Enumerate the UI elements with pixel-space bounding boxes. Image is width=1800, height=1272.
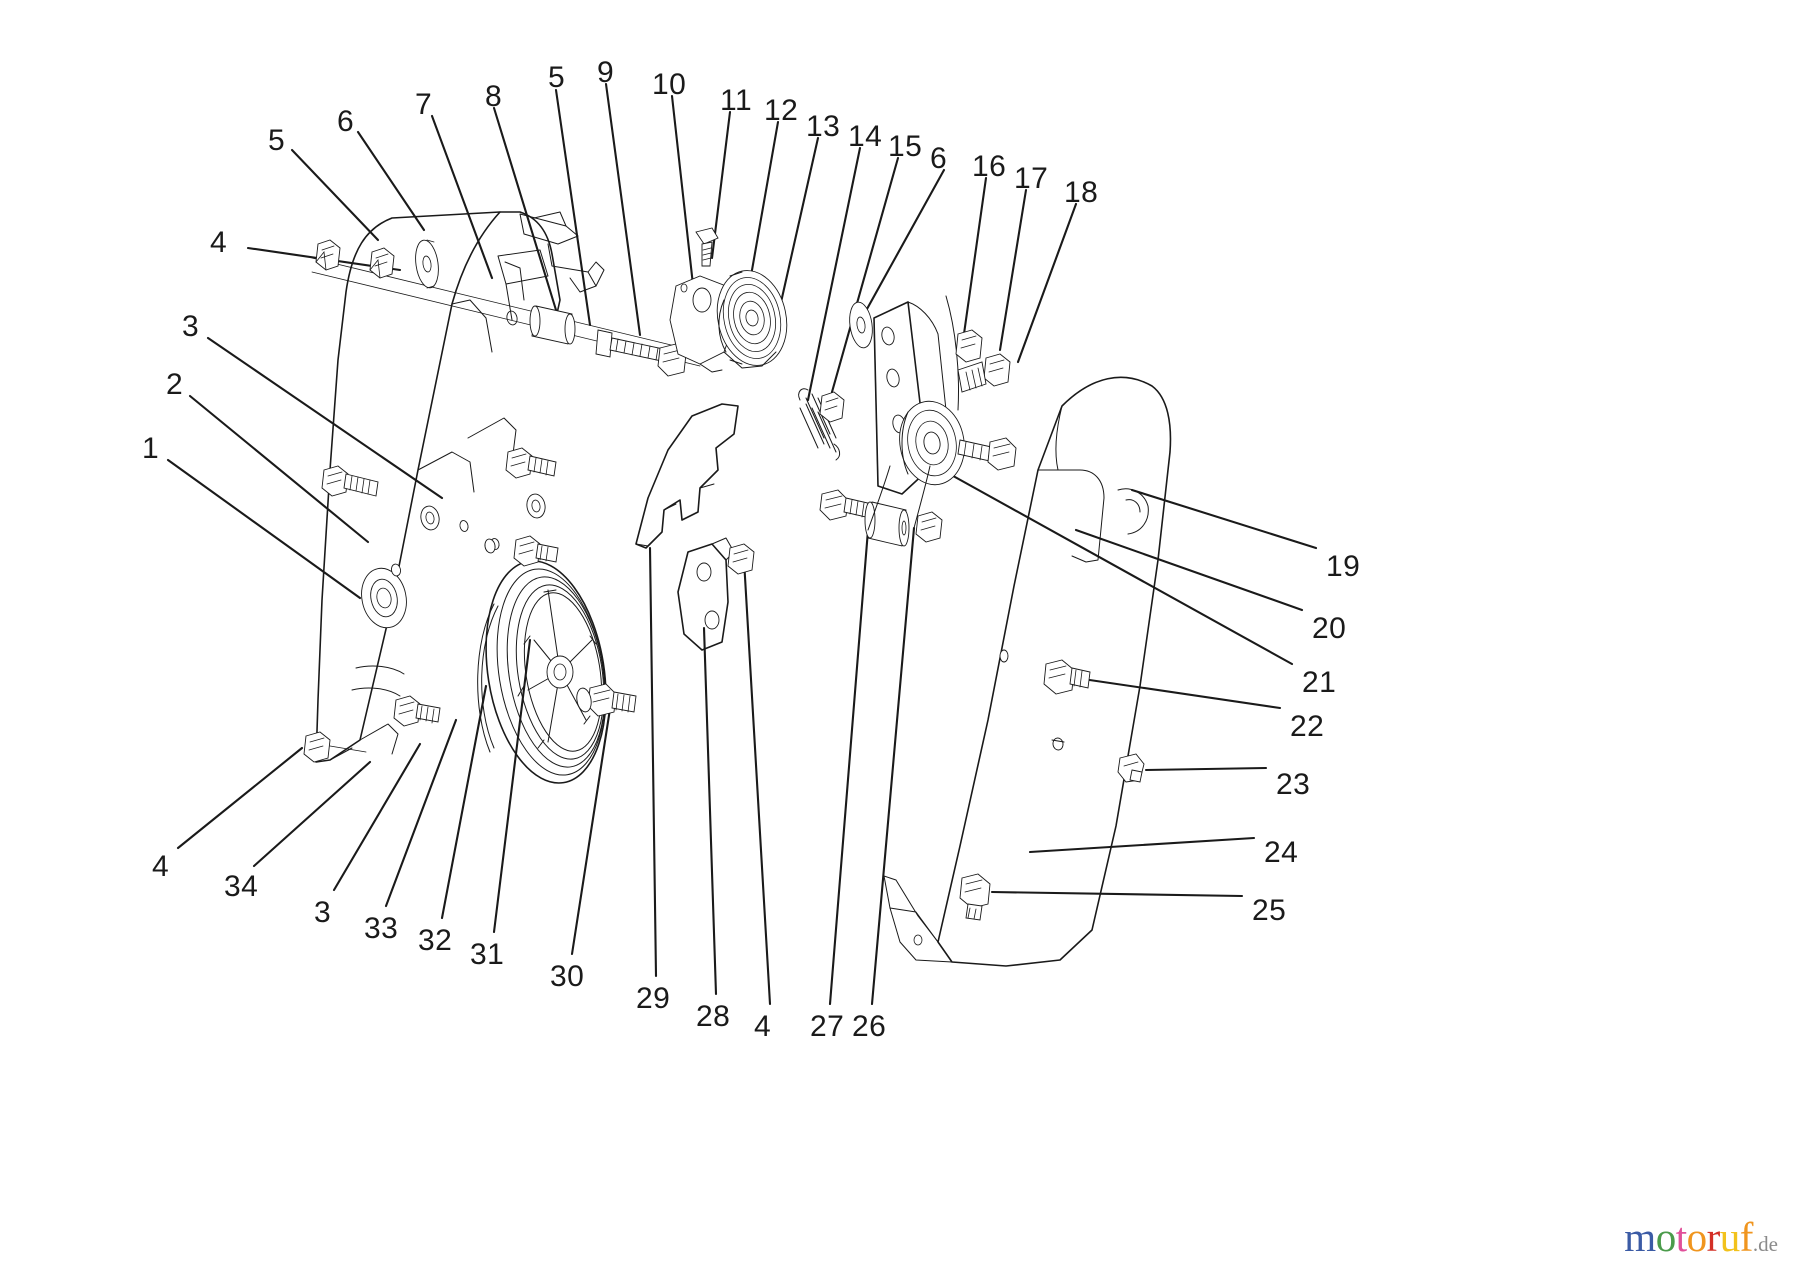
callout-3b: 3 bbox=[314, 896, 332, 929]
callout-7: 7 bbox=[415, 88, 433, 121]
logo-letter-o1: o bbox=[1655, 1214, 1677, 1260]
callout-21: 21 bbox=[1302, 666, 1337, 699]
logo-letter-t: t bbox=[1675, 1214, 1687, 1260]
washer-6a bbox=[415, 239, 439, 289]
idler-pulley-assembly bbox=[819, 400, 1017, 547]
callout-15: 15 bbox=[888, 130, 923, 163]
hex-bolt-32 bbox=[513, 535, 559, 567]
right-side-panel bbox=[883, 376, 1172, 967]
hex-nut-4c bbox=[727, 543, 755, 575]
callout-27: 27 bbox=[810, 1010, 845, 1043]
lower-left-fasteners bbox=[303, 447, 559, 763]
logo-letter-o2: o bbox=[1686, 1214, 1708, 1260]
callout-1: 1 bbox=[142, 432, 160, 465]
logo-letter-u: u bbox=[1719, 1214, 1741, 1260]
logo-letter-m: m bbox=[1624, 1214, 1656, 1260]
callout-4b: 4 bbox=[152, 850, 170, 883]
washer-15 bbox=[819, 391, 845, 423]
spacer-21 bbox=[864, 501, 910, 547]
top-fastener-row bbox=[311, 239, 701, 377]
motoruf-logo: motoruf.de bbox=[1624, 1217, 1778, 1258]
spring-and-link bbox=[798, 301, 873, 461]
drive-pulley bbox=[477, 560, 637, 784]
callout-34: 34 bbox=[224, 870, 259, 903]
hex-bolt-3a bbox=[505, 447, 557, 519]
hex-bolt-22 bbox=[1043, 659, 1091, 695]
callout-10: 10 bbox=[652, 68, 687, 101]
hex-nut-21 bbox=[915, 511, 943, 543]
callout-20: 20 bbox=[1312, 612, 1347, 645]
hex-nut-5a bbox=[369, 247, 395, 279]
callout-23: 23 bbox=[1276, 768, 1311, 801]
hex-nut-4 bbox=[315, 239, 341, 271]
logo-letter-f: f bbox=[1739, 1214, 1754, 1260]
callout-5a: 5 bbox=[268, 124, 286, 157]
callout-18: 18 bbox=[1064, 176, 1099, 209]
hex-bolt-25 bbox=[959, 873, 991, 921]
washer-16 bbox=[955, 329, 983, 363]
callout-22: 22 bbox=[1290, 710, 1325, 743]
leader-lines bbox=[166, 82, 1318, 1006]
callout-8: 8 bbox=[485, 80, 503, 113]
callout-5b: 5 bbox=[548, 61, 566, 94]
pulley-sheave bbox=[716, 270, 788, 366]
scraper-blade bbox=[635, 403, 739, 549]
callout-32: 32 bbox=[418, 924, 453, 957]
callout-29: 29 bbox=[636, 982, 671, 1015]
link-arm-28 bbox=[677, 537, 755, 651]
callout-9: 9 bbox=[597, 56, 615, 89]
callout-13: 13 bbox=[806, 110, 841, 143]
callout-25: 25 bbox=[1252, 894, 1287, 927]
hex-bolt-2 bbox=[321, 465, 379, 497]
callout-24: 24 bbox=[1264, 836, 1299, 869]
left-side-plate bbox=[315, 211, 605, 763]
callout-19: 19 bbox=[1326, 550, 1361, 583]
callout-2: 2 bbox=[166, 368, 184, 401]
logo-letter-r: r bbox=[1706, 1214, 1721, 1260]
callout-30: 30 bbox=[550, 960, 585, 993]
callout-28: 28 bbox=[696, 1000, 731, 1033]
callout-12: 12 bbox=[764, 94, 799, 127]
callout-3a: 3 bbox=[182, 310, 200, 343]
hex-bolt-34 bbox=[393, 695, 441, 727]
washer-6b bbox=[849, 301, 873, 349]
callout-14: 14 bbox=[848, 120, 883, 153]
callout-6a: 6 bbox=[337, 105, 355, 138]
small-bolt-11 bbox=[695, 227, 719, 267]
pulley-bolt-30 bbox=[587, 683, 637, 717]
logo-tld: .de bbox=[1752, 1232, 1778, 1256]
callout-26: 26 bbox=[852, 1010, 887, 1043]
callout-17: 17 bbox=[1014, 162, 1049, 195]
idler-bolt-19 bbox=[957, 437, 1017, 471]
idler-pulley bbox=[899, 400, 965, 486]
callout-16: 16 bbox=[972, 150, 1007, 183]
shoulder-bolt-20 bbox=[819, 489, 873, 521]
clutch-pulley-assembly bbox=[669, 227, 788, 373]
drive-belt bbox=[867, 465, 931, 531]
callout-6b: 6 bbox=[930, 142, 948, 175]
center-bracket-arm bbox=[873, 295, 1011, 495]
screw-23 bbox=[1117, 753, 1145, 783]
callout-11: 11 bbox=[720, 84, 753, 117]
callout-4c: 4 bbox=[754, 1010, 772, 1043]
hex-bolt-18 bbox=[957, 353, 1011, 393]
callout-31: 31 bbox=[470, 938, 505, 971]
right-panel-fasteners bbox=[959, 659, 1145, 921]
hex-nut-4b bbox=[303, 731, 331, 763]
callout-4a: 4 bbox=[210, 226, 228, 259]
carriage-bolt-9 bbox=[595, 329, 669, 363]
spacer-8 bbox=[529, 305, 576, 345]
callout-33: 33 bbox=[364, 912, 399, 945]
